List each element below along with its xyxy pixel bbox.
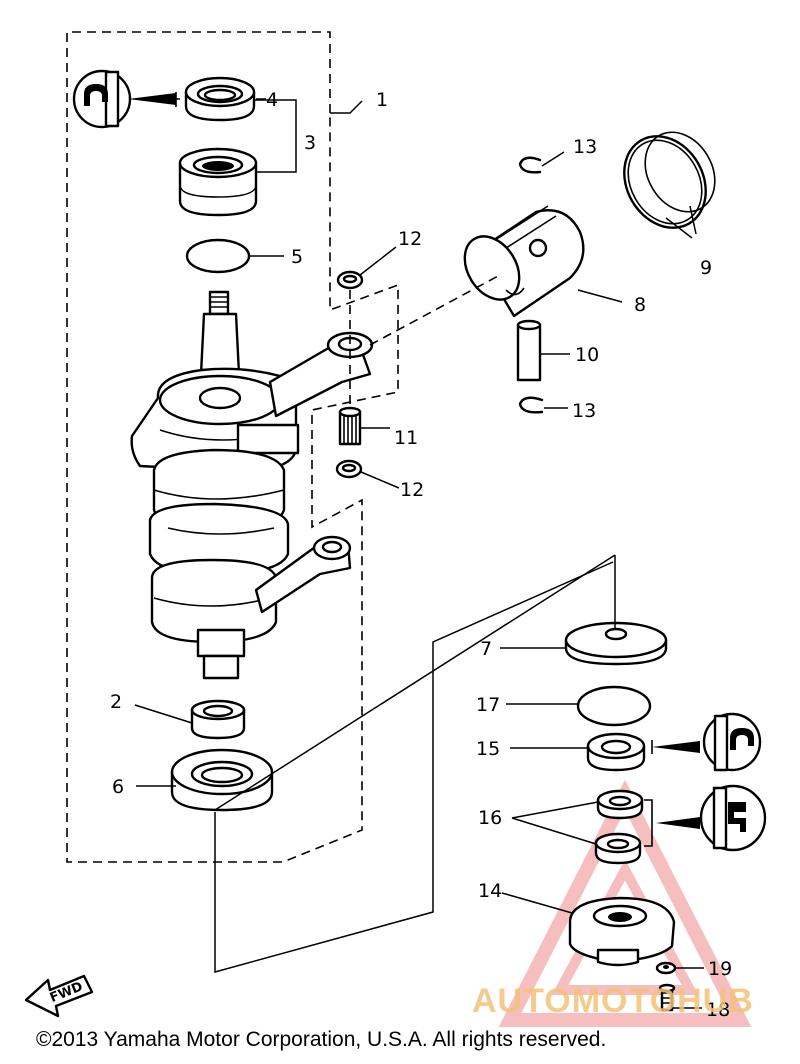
needle-bearing-part-11: [338, 406, 362, 446]
connecting-rod-upper: [268, 331, 374, 418]
piston-rings-part-9: [623, 131, 716, 229]
label-part-13-top: 13: [573, 136, 597, 158]
forward-direction-icon: FWD: [24, 974, 94, 1018]
washer-part-12-top: [336, 270, 364, 290]
o-ring-part-5: [185, 238, 251, 274]
label-part-3: 3: [304, 132, 316, 154]
label-part-12-bottom: 12: [400, 479, 424, 501]
label-part-14: 14: [478, 880, 502, 902]
part-labels: 1 4 3 5 12 13 9 8 10 13 11 12 7 2 17 15 …: [110, 89, 732, 1021]
copyright-notice: ©2013 Yamaha Motor Corporation, U.S.A. A…: [36, 1028, 607, 1051]
bearing-part-6: [170, 748, 274, 812]
clip-part-13-bottom: [518, 396, 544, 414]
label-part-9: 9: [700, 257, 712, 279]
label-part-6: 6: [112, 776, 124, 798]
label-part-10: 10: [575, 344, 599, 366]
housing-part-14: [568, 896, 676, 967]
oil-seal-part-16-bottom: [594, 832, 642, 865]
label-part-16: 16: [478, 807, 502, 829]
label-part-2: 2: [110, 691, 122, 713]
crankshaft-assembly: [130, 290, 300, 680]
label-part-19: 19: [708, 958, 732, 980]
label-part-18: 18: [706, 999, 730, 1021]
leader-lines: [134, 98, 704, 1009]
washer-part-12-bottom: [335, 459, 363, 479]
oil-seal-part-16-top: [596, 789, 644, 820]
washer-part-19: [655, 961, 677, 975]
assembly-boundary: [66, 31, 399, 863]
label-part-5: 5: [291, 246, 303, 268]
o-ring-part-17: [576, 685, 652, 727]
sealant-detail-icon-top: [72, 69, 180, 129]
label-part-15: 15: [476, 738, 500, 760]
label-part-17: 17: [476, 694, 500, 716]
piston-pin-part-10: [516, 319, 542, 382]
label-part-4: 4: [266, 89, 278, 111]
connecting-rod-lower: [254, 535, 352, 614]
label-part-13-bottom: 13: [572, 400, 596, 422]
bolt-part-18: [658, 983, 676, 1012]
label-part-11: 11: [394, 427, 418, 449]
oil-seal-part-15: [586, 732, 646, 772]
piston-part-8: [463, 205, 585, 318]
bearing-part-2: [190, 699, 246, 740]
bearing-part-3: [178, 147, 258, 217]
clip-part-13-top: [518, 156, 542, 174]
washer-part-7: [564, 621, 668, 666]
sealant-detail-icon-lower: [644, 784, 767, 852]
label-part-1: 1: [376, 89, 388, 111]
watermark-text: AUTOMOTOHUB: [472, 982, 754, 1020]
label-part-12-top: 12: [398, 228, 422, 250]
sealant-detail-icon-middle: [651, 712, 762, 772]
label-part-8: 8: [634, 294, 646, 316]
oil-seal-part-4: [184, 76, 256, 122]
label-part-7: 7: [480, 638, 492, 660]
